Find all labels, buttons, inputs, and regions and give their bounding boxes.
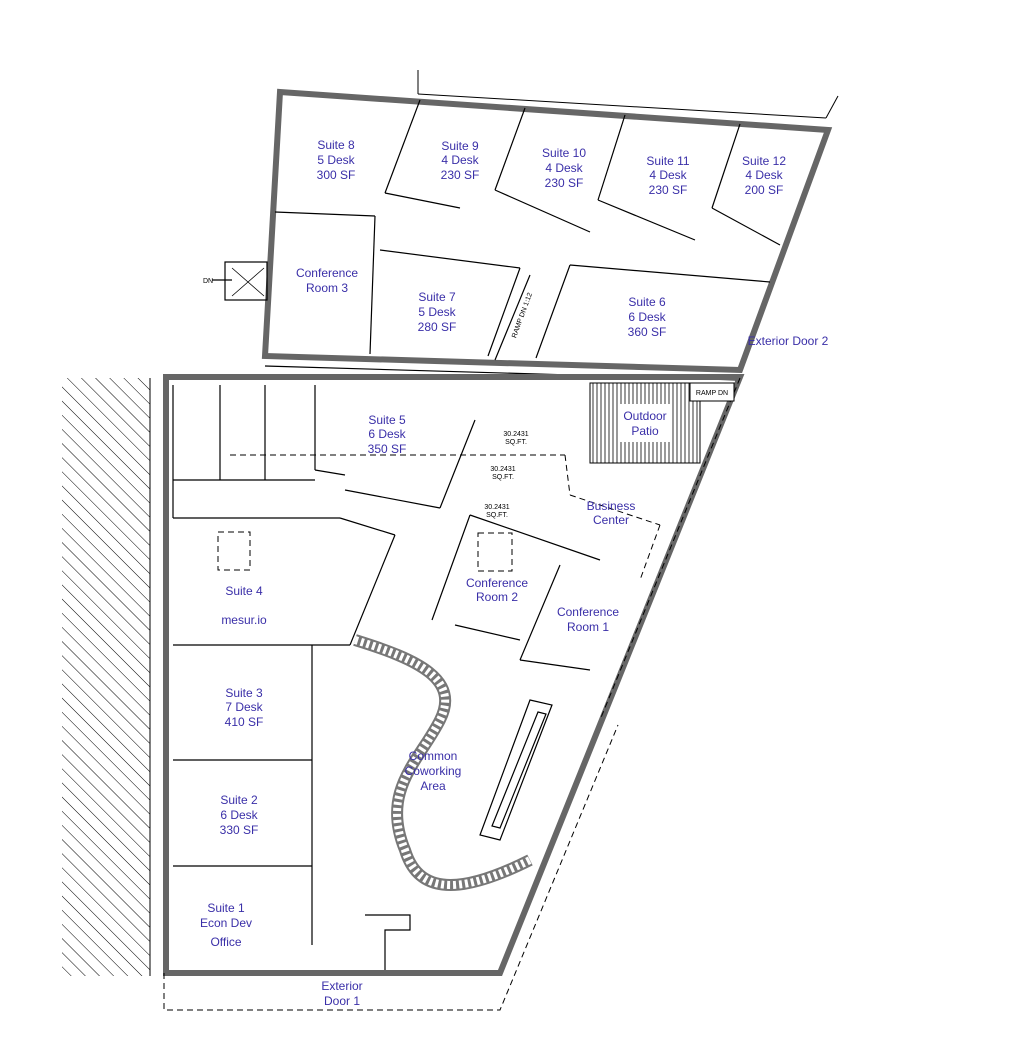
label-text: mesur.io	[221, 613, 267, 627]
label-text: 350 SF	[368, 442, 407, 456]
label-text: Room 1	[567, 620, 609, 634]
label-text: Suite 11	[646, 154, 689, 168]
label-text: 7 Desk	[225, 700, 263, 714]
label-text: 4 Desk	[745, 168, 783, 182]
closet-area-1: 30.2431	[503, 431, 528, 438]
label-text: 230 SF	[441, 168, 480, 182]
label-text: Center	[593, 513, 629, 527]
label-text: Area	[420, 779, 446, 793]
label-text: Conference	[466, 576, 528, 590]
label-text: Office	[210, 935, 241, 949]
label-text: Suite 4	[225, 584, 263, 598]
label-text: Suite 5	[368, 413, 406, 427]
label-text: Patio	[631, 424, 659, 438]
label-text: Room 3	[306, 281, 348, 295]
label-text: Econ Dev	[200, 916, 252, 930]
label-text: 300 SF	[317, 168, 356, 182]
exterior-door-2-label: Exterior Door 2	[748, 334, 829, 348]
closet-area-3: 30.2431	[484, 504, 509, 511]
lower-building-walls	[163, 374, 745, 976]
label-text: 6 Desk	[628, 310, 666, 324]
ramp-dn-label: RAMP DN	[696, 390, 728, 397]
label-text: Outdoor	[623, 409, 666, 423]
closet-area-2: 30.2431	[490, 466, 515, 473]
label-text: Conference	[557, 605, 619, 619]
label-text: 4 Desk	[545, 161, 583, 175]
closet-unit-1: SQ.FT.	[505, 439, 527, 446]
label-text: Suite 10	[542, 146, 586, 160]
label-text: Suite 7	[418, 290, 456, 304]
label-text: Common	[409, 749, 458, 763]
label-text: Suite 3	[225, 686, 263, 700]
label-text: 4 Desk	[441, 153, 479, 167]
exterior-outline	[163, 377, 741, 1011]
closet-unit-3: SQ.FT.	[486, 512, 508, 519]
adjacent-building	[62, 70, 839, 976]
upper-building-walls	[261, 88, 833, 381]
suite-4-label: Suite 4 mesur.io	[221, 584, 267, 627]
label-text: Suite 8	[317, 138, 355, 152]
stair-dn-label: DN	[203, 278, 213, 285]
ramp-slope-label: RAMP DN 1:12	[511, 292, 534, 339]
label-text: Conference	[296, 266, 358, 280]
label-text: 6 Desk	[220, 808, 258, 822]
label-text: 280 SF	[418, 320, 457, 334]
label-text: 230 SF	[649, 183, 688, 197]
label-text: Suite 6	[628, 295, 666, 309]
label-text: 330 SF	[220, 823, 259, 837]
label-text: 4 Desk	[649, 168, 687, 182]
ramp: RAMP DN 1:12	[511, 292, 534, 339]
label-text: Coworking	[405, 764, 462, 778]
label-text: Suite 12	[742, 154, 786, 168]
label-text: Suite 9	[441, 139, 479, 153]
closets: 30.2431 SQ.FT. 30.2431 SQ.FT. 30.2431 SQ…	[484, 431, 528, 519]
outdoor-patio: RAMP DN	[589, 382, 735, 464]
label-text: 6 Desk	[368, 427, 406, 441]
label-text: 5 Desk	[317, 153, 355, 167]
label-text: 360 SF	[628, 325, 667, 339]
label-text: 230 SF	[545, 176, 584, 190]
label-text: 5 Desk	[418, 305, 456, 319]
label-text: Exterior	[321, 979, 362, 993]
furniture	[217, 531, 553, 970]
label-text: Suite 2	[220, 793, 258, 807]
stair: DN	[203, 261, 268, 301]
closet-unit-2: SQ.FT.	[492, 474, 514, 481]
label-text: Room 2	[476, 590, 518, 604]
label-text: Suite 1	[207, 901, 245, 915]
label-text: Door 1	[324, 994, 360, 1008]
label-text: Business	[587, 499, 636, 513]
label-text: 200 SF	[745, 183, 784, 197]
label-text: 410 SF	[225, 715, 264, 729]
